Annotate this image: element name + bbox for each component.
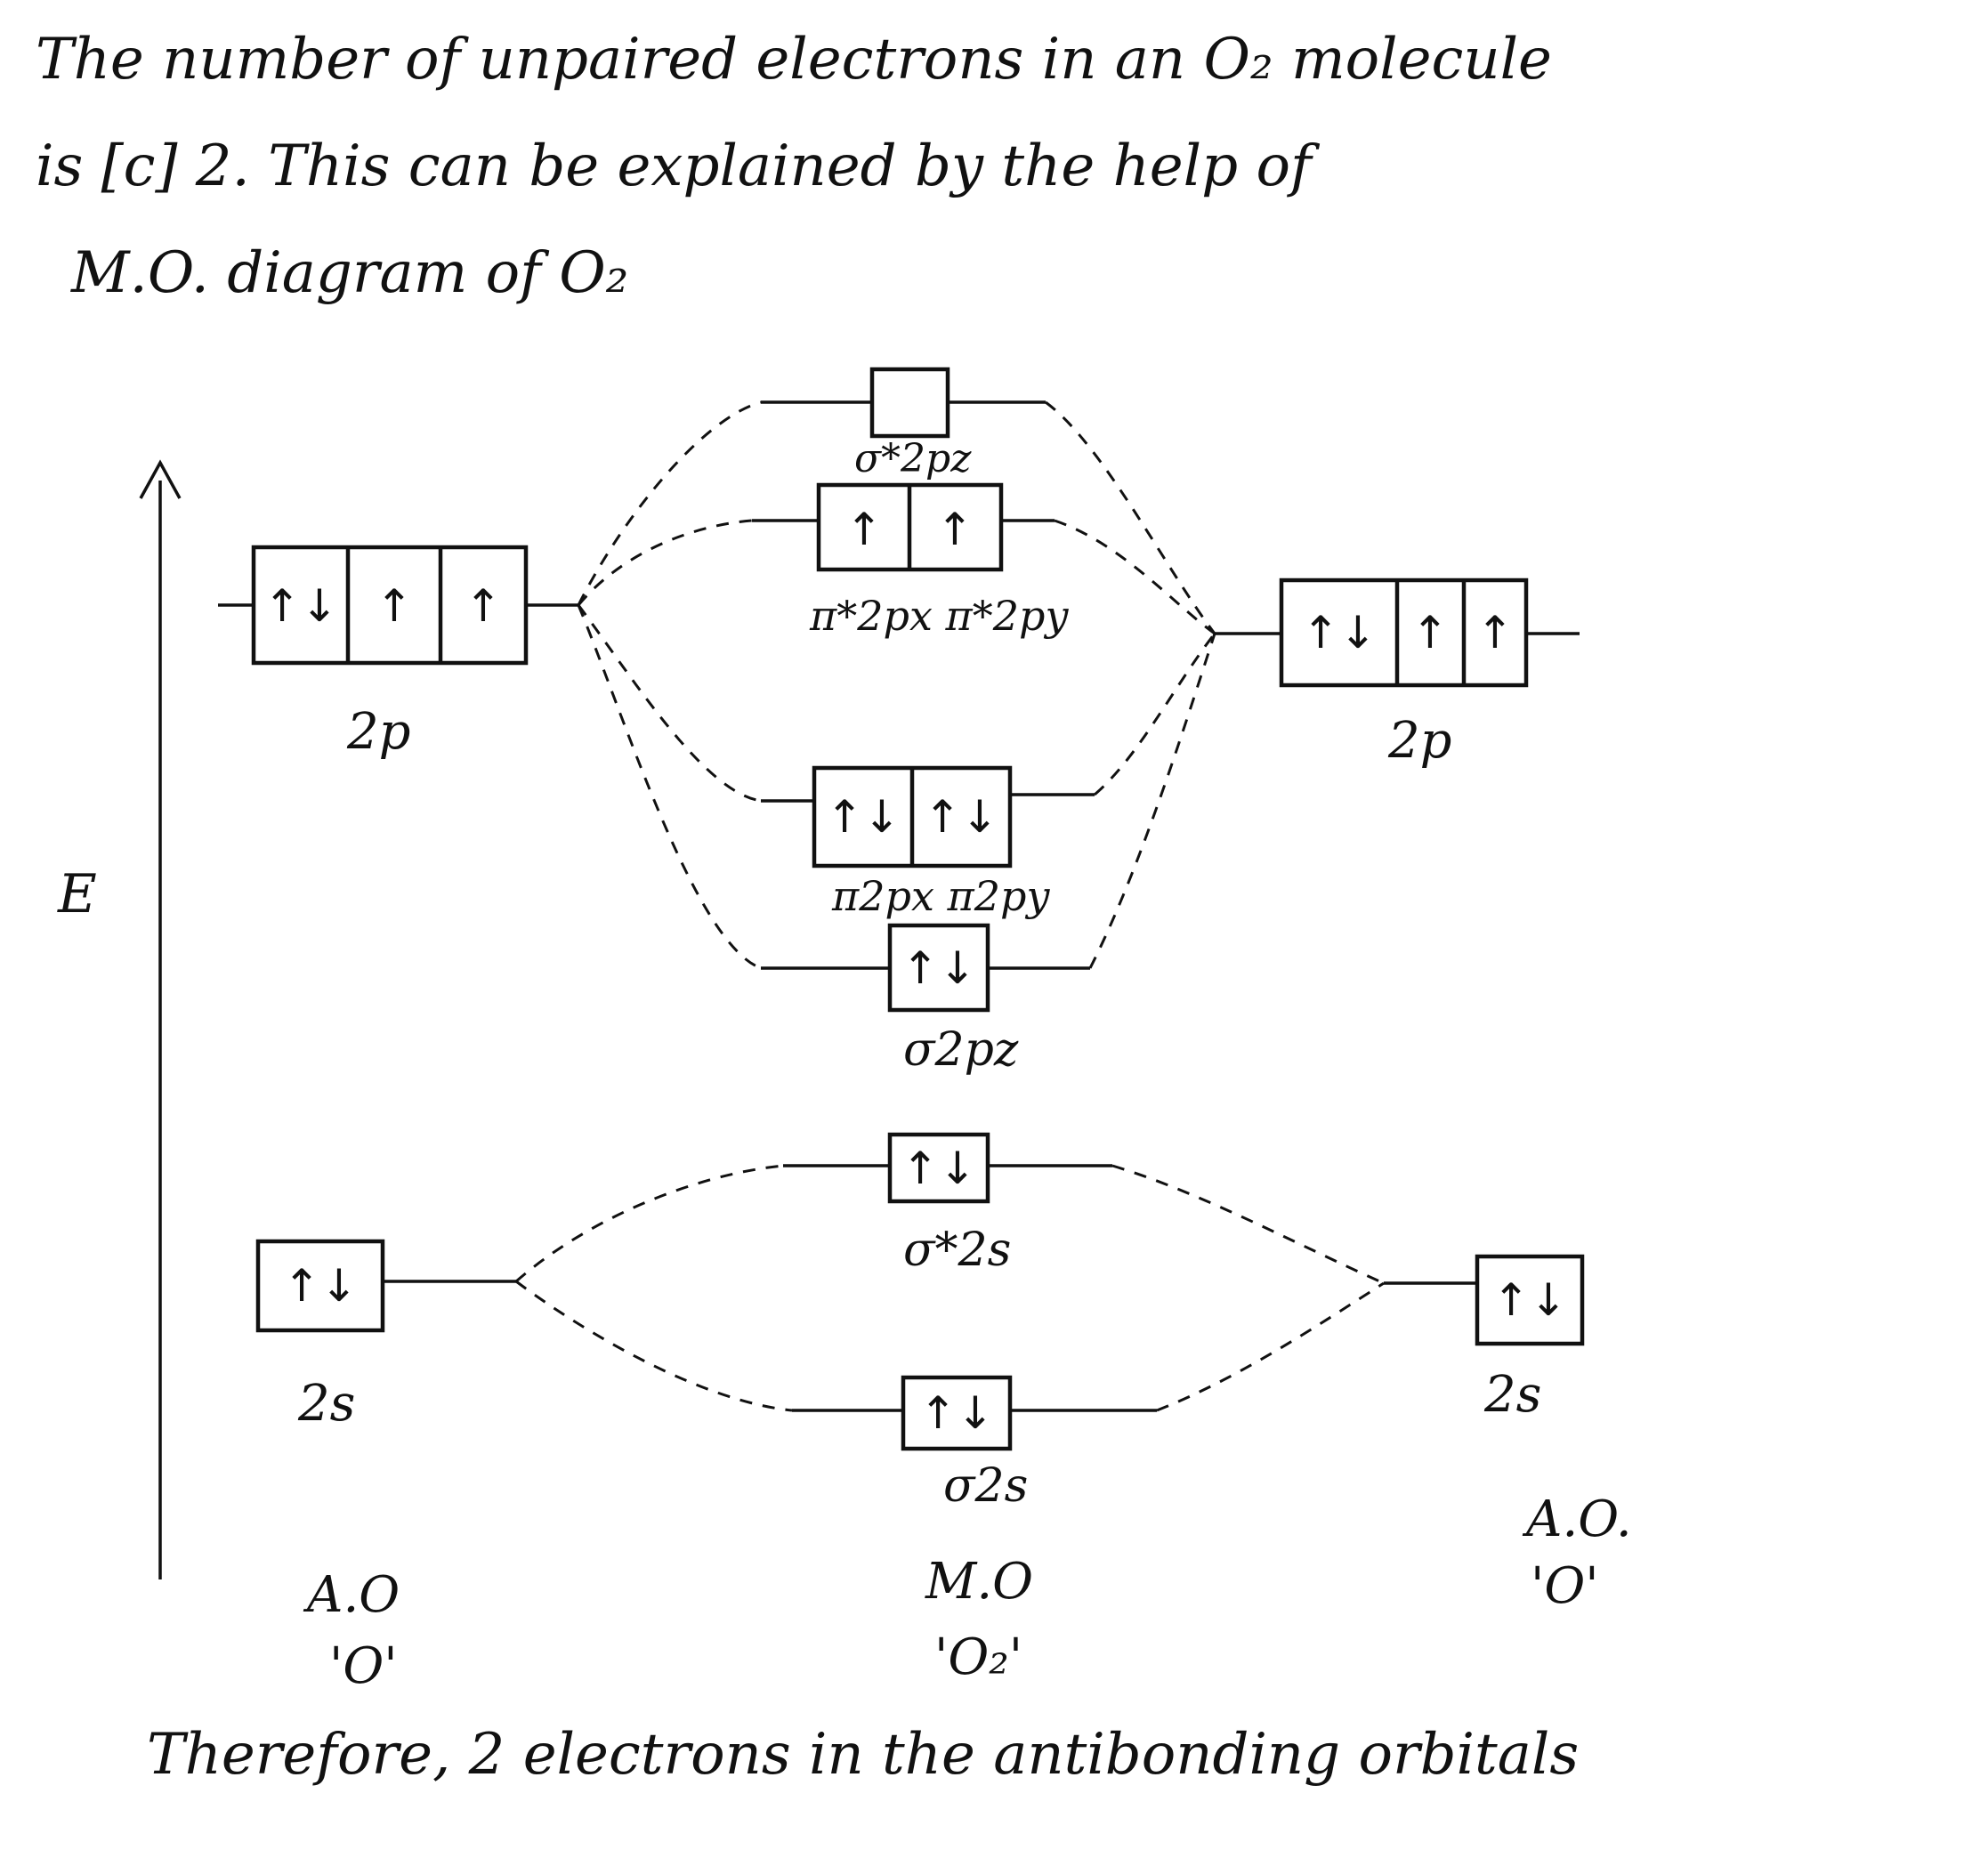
correlation-lines-2s: [515, 1164, 1385, 1412]
right-2p-orbital: ↑↓ ↑ ↑: [1215, 578, 1580, 688]
molecule-caption: M.O: [925, 1553, 1034, 1611]
right-2s-label: 2s: [1484, 1366, 1542, 1424]
pi-2px-electrons: ↑↓: [826, 791, 901, 843]
statement-line-1: The number of unpaired electrons in an O…: [36, 27, 1552, 93]
left-2s-orbital: ↑↓: [255, 1239, 516, 1333]
sigma-star-2s-electrons: ↑↓: [901, 1143, 976, 1194]
pi-star-2py-electrons: ↑: [936, 504, 974, 555]
sigma-star-2pz-label: σ*2pz: [854, 436, 972, 481]
energy-axis-label: E: [58, 863, 97, 925]
sigma-2s-electrons: ↑↓: [919, 1387, 994, 1439]
statement-line-3: M.O. diagram of O₂: [71, 240, 629, 306]
correlation-lines-2p: [577, 400, 1216, 970]
pi-star-2p-orbitals: ↑ ↑: [752, 482, 1055, 572]
pi-2p-label: π2px π2py: [832, 872, 1050, 920]
right-2p-box-2-electrons: ↑: [1411, 607, 1449, 658]
energy-axis-arrowhead: [139, 459, 182, 499]
right-atom-caption: A.O.: [1526, 1490, 1632, 1548]
pi-star-2p-label: π*2px π*2py: [810, 592, 1069, 640]
statement-line-2: is [c] 2. This can be explained by the h…: [36, 133, 1312, 199]
right-2p-box-1-electrons: ↑↓: [1302, 607, 1377, 658]
molecule-symbol: 'O₂': [934, 1628, 1023, 1686]
sigma-2s-label: σ2s: [943, 1459, 1029, 1513]
sigma-star-2s-label: σ*2s: [903, 1224, 1012, 1277]
right-2s-orbital: ↑↓: [1384, 1254, 1585, 1346]
left-2p-orbital: ↑↓ ↑ ↑: [218, 545, 578, 666]
pi-2p-orbitals: ↑↓ ↑↓: [761, 765, 1095, 868]
pi-2py-electrons: ↑↓: [924, 791, 998, 843]
sigma-star-2pz-orbital: [761, 367, 1046, 439]
right-atom-symbol: 'O': [1531, 1557, 1599, 1615]
left-atom-symbol: 'O': [329, 1637, 398, 1695]
right-2p-label: 2p: [1388, 712, 1452, 770]
conclusion-text: Therefore, 2 electrons in the antibondin…: [147, 1722, 1580, 1788]
left-2p-label: 2p: [347, 703, 411, 761]
right-2p-box-3-electrons: ↑: [1476, 607, 1514, 658]
sigma-star-2s-orbital: ↑↓: [783, 1132, 1112, 1204]
left-2p-box-2-electrons: ↑: [376, 580, 413, 632]
sigma-2pz-label: σ2pz: [903, 1023, 1019, 1077]
left-2p-box-1-electrons: ↑↓: [263, 580, 338, 632]
pi-star-2px-electrons: ↑: [845, 504, 883, 555]
left-2s-electrons: ↑↓: [283, 1260, 358, 1312]
left-atom-caption: A.O: [307, 1566, 400, 1624]
right-2s-electrons: ↑↓: [1492, 1274, 1567, 1326]
left-2p-box-3-electrons: ↑: [465, 580, 502, 632]
sigma-2pz-electrons: ↑↓: [901, 942, 976, 994]
sigma-2pz-orbital: ↑↓: [761, 923, 1090, 1013]
sigma-2s-orbital: ↑↓: [792, 1375, 1157, 1451]
left-2s-label: 2s: [298, 1375, 356, 1433]
